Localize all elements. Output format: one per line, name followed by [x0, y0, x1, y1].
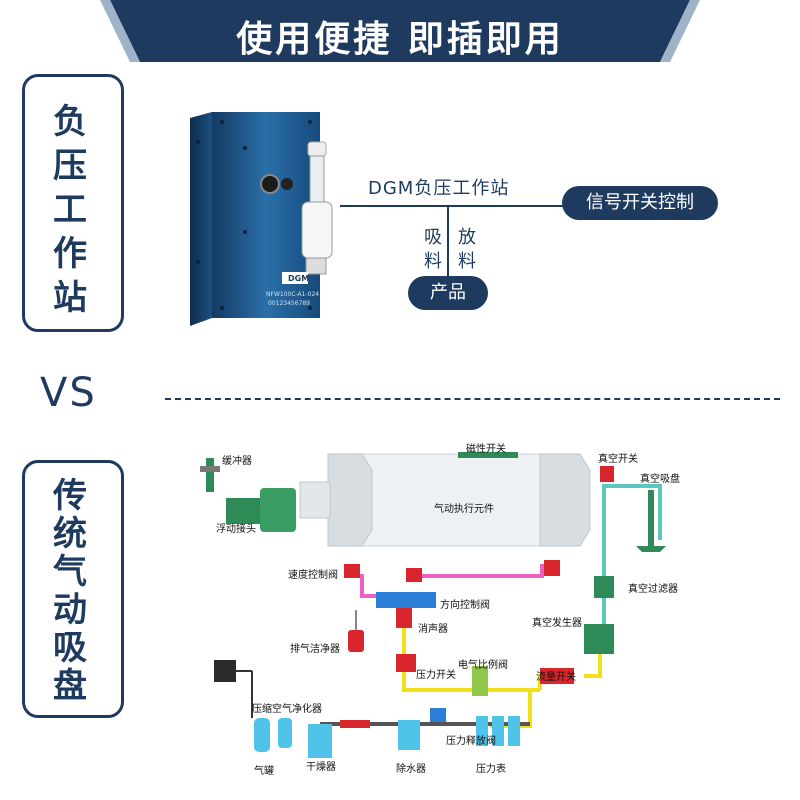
label-water-remover: 除水器 [396, 764, 426, 775]
label-relief-valve: 压力释放阀 [446, 736, 496, 747]
device-brand-logo: DGM [288, 274, 309, 283]
label-speed-valve: 速度控制阀 [288, 570, 338, 581]
section1-title-char: 作 [53, 234, 87, 274]
release-label-char: 料 [458, 251, 476, 272]
label-vacuum-filter: 真空过滤器 [628, 584, 678, 595]
section2-title-char: 动 [53, 590, 87, 630]
label-magnetic-switch: 磁性开关 [466, 444, 506, 455]
signal-control-pill: 信号开关控制 [562, 186, 718, 220]
label-vacuum-switch: 真空开关 [598, 454, 638, 465]
label-vacuum-generator: 真空发生器 [532, 618, 582, 629]
label-pressure-switch: 压力开关 [416, 670, 456, 681]
banner-title: 使用便捷 即插即用 [236, 19, 564, 60]
label-buffer: 缓冲器 [222, 456, 252, 467]
section2-title-char: 吸 [53, 628, 87, 668]
product-pill: 产品 [408, 276, 488, 310]
section2-title-char: 气 [53, 552, 87, 592]
label-direction-valve: 方向控制阀 [440, 600, 490, 611]
section-pneumatic-box [22, 460, 124, 718]
section1-title-char: 站 [53, 278, 87, 318]
vs-label: VS [40, 370, 97, 416]
label-gauge: 压力表 [476, 764, 506, 775]
device-model-text: NFW100C-A1-024 [266, 291, 319, 298]
station-name-label: DGM负压工作站 [368, 178, 510, 199]
release-label-char: 放 [458, 227, 476, 248]
section-negative-pressure-box [22, 74, 124, 332]
label-exhaust-cleaner: 排气洁净器 [290, 644, 340, 655]
label-float-joint: 浮动接头 [216, 524, 256, 535]
label-air-purifier: 压缩空气净化器 [252, 704, 322, 715]
label-cylinder: 气动执行元件 [434, 504, 494, 515]
label-dryer: 干燥器 [306, 762, 336, 773]
device-serial-text: 00123456789 [268, 300, 310, 307]
label-flow-switch: 流量开关 [536, 672, 576, 683]
section1-title-char: 压 [53, 146, 87, 186]
section2-title-char: 传 [53, 476, 87, 516]
section1-title-char: 负 [53, 102, 87, 142]
banner-background [100, 0, 700, 62]
pneumatic-system-diagram [200, 452, 666, 758]
section2-title-char: 统 [53, 514, 87, 554]
label-muffler: 消声器 [418, 624, 448, 635]
section2-title-char: 盘 [53, 666, 87, 706]
station-connector-lines [340, 205, 570, 280]
vs-divider-line [165, 398, 780, 400]
suction-label-char: 吸 [424, 227, 442, 248]
suction-label-char: 料 [424, 251, 442, 272]
label-ep-valve: 电气比例阀 [458, 660, 508, 671]
section1-title-char: 工 [53, 190, 87, 230]
label-tank: 气罐 [254, 766, 274, 777]
negative-pressure-station-device: DGM NFW100C-A1-024 00123456789 [190, 112, 333, 326]
label-vacuum-cup: 真空吸盘 [640, 474, 680, 485]
